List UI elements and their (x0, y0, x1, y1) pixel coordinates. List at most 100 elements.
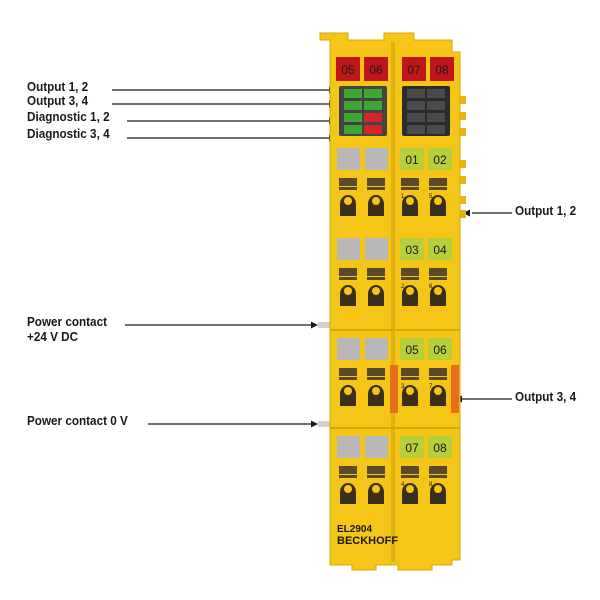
led-output-1 (344, 89, 362, 98)
brand-logo: BECKHOFF (337, 535, 398, 547)
grey-tag (337, 338, 360, 360)
terminal-tag-label: 06 (433, 343, 447, 357)
contact-number: 1 (401, 194, 405, 200)
wire-clamp-base (430, 204, 446, 216)
release-button-rib (429, 277, 447, 280)
wire-clamp-hole (344, 387, 352, 395)
wire-clamp-hole (406, 485, 414, 493)
housing-divider (391, 42, 395, 562)
led-output-2 (364, 89, 382, 98)
label-diagnostic-1-2: Diagnostic 1, 2 (27, 109, 110, 124)
wire-clamp-base (402, 294, 418, 306)
label-power-contact-0v: Power contact 0 V (27, 413, 128, 428)
contact-number: 3 (401, 384, 405, 390)
wire-clamp-base (368, 294, 384, 306)
wire-clamp-base (340, 394, 356, 406)
terminal-tag-label: 05 (405, 343, 419, 357)
release-button (367, 178, 385, 186)
power-contact-tab (318, 421, 330, 427)
release-button-rib (401, 187, 419, 190)
led-panel-right (402, 86, 450, 136)
contact-number: 5 (429, 194, 433, 200)
release-button-rib (367, 475, 385, 478)
label-output-1-2: Output 1, 2 (27, 79, 89, 94)
terminal-tag-05 (400, 338, 424, 360)
release-button (429, 466, 447, 474)
orange-contact-right (451, 365, 459, 413)
release-button (401, 466, 419, 474)
contact-number: 2 (401, 284, 405, 290)
terminal-block: 05 06 3 7 (337, 338, 452, 406)
release-button (367, 268, 385, 276)
grey-tag (365, 338, 388, 360)
wire-clamp-base (368, 394, 384, 406)
terminal-tag-01 (400, 148, 424, 170)
release-button-rib (401, 277, 419, 280)
contact-number: 7 (429, 384, 433, 390)
wire-clamp-hole (406, 197, 414, 205)
terminal-tag-07 (400, 436, 424, 458)
terminal-tag-06 (428, 338, 452, 360)
top-tag-06 (364, 57, 388, 81)
wire-clamp-base (340, 204, 356, 216)
wire-clamp-hole (344, 197, 352, 205)
terminal-tag-label: 02 (433, 153, 447, 167)
release-button-rib (401, 475, 419, 478)
release-button-rib (429, 475, 447, 478)
wire-clamp-hole (434, 485, 442, 493)
release-button (429, 368, 447, 376)
wire-clamp-base (340, 294, 356, 306)
wire-clamp-base (340, 492, 356, 504)
terminal-tag-03 (400, 238, 424, 260)
arrowhead (311, 420, 318, 428)
wire-clamp-base (368, 492, 384, 504)
led-output-3 (344, 101, 362, 110)
release-button-rib (401, 377, 419, 380)
wire-clamp-base (430, 394, 446, 406)
wire-clamp-hole (372, 387, 380, 395)
release-button (339, 178, 357, 186)
led-panel-left (339, 86, 387, 136)
release-button (401, 368, 419, 376)
release-button (339, 466, 357, 474)
grey-tag (365, 238, 388, 260)
wire-clamp-base (368, 204, 384, 216)
terminal-tag-label: 07 (405, 441, 419, 455)
top-tag-05 (336, 57, 360, 81)
terminal-block: 03 04 2 6 (337, 238, 452, 306)
contact-number: 4 (401, 482, 405, 488)
release-button-rib (367, 277, 385, 280)
terminal-tag-label: 04 (433, 243, 447, 257)
release-button (367, 368, 385, 376)
label-power-contact-24v: Power contact (27, 314, 107, 329)
release-button-rib (367, 377, 385, 380)
arrowhead (463, 209, 470, 217)
terminal-tag-02 (428, 148, 452, 170)
top-tag-label: 07 (407, 63, 421, 77)
release-button (339, 268, 357, 276)
wire-clamp-hole (434, 287, 442, 295)
release-button (429, 268, 447, 276)
terminal-tag-label: 08 (433, 441, 447, 455)
terminal-tag-label: 03 (405, 243, 419, 257)
power-contact-tab (318, 322, 330, 328)
grey-tag (365, 436, 388, 458)
wire-clamp-hole (372, 197, 380, 205)
led-output-4 (364, 101, 382, 110)
contact-number: 6 (429, 284, 433, 290)
grey-tag (337, 148, 360, 170)
release-button-rib (367, 187, 385, 190)
release-button-rib (339, 187, 357, 190)
release-button-rib (429, 377, 447, 380)
wire-clamp-base (430, 294, 446, 306)
release-button (367, 466, 385, 474)
wire-clamp-hole (344, 287, 352, 295)
wire-clamp-hole (372, 485, 380, 493)
wire-clamp-hole (434, 387, 442, 395)
label-power-contact-24v-value: +24 V DC (27, 329, 79, 344)
release-button (401, 268, 419, 276)
